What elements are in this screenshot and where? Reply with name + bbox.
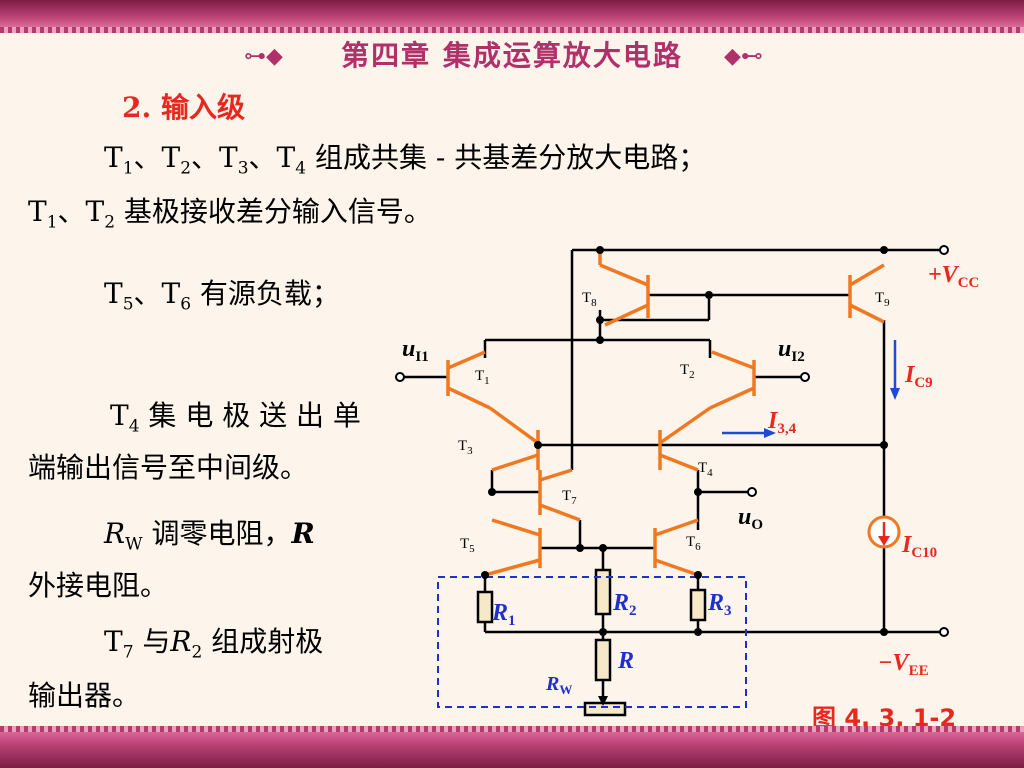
transistors bbox=[446, 250, 885, 577]
label-vcc: +VCC bbox=[928, 262, 979, 291]
paragraph-1: T1、T2、T3、T4 组成共集 - 共基差分放大电路； bbox=[104, 141, 707, 179]
label-r: R bbox=[617, 648, 634, 674]
label-t2: T2 bbox=[680, 362, 695, 381]
top-band bbox=[0, 0, 1024, 33]
label-ic9: IC9 bbox=[904, 362, 933, 391]
label-t8: T8 bbox=[582, 290, 597, 309]
label-t5: T5 bbox=[460, 536, 475, 555]
label-r2: R2 bbox=[612, 590, 637, 619]
label-uo: uO bbox=[738, 504, 763, 533]
resistors bbox=[476, 568, 707, 717]
label-t3: T3 bbox=[458, 438, 473, 457]
label-t6: T6 bbox=[686, 534, 701, 553]
right-ornament: ◆⊷ bbox=[724, 44, 763, 69]
bottom-band bbox=[0, 726, 1024, 768]
label-rw: RW bbox=[545, 673, 572, 697]
section-heading: 2. 输入级 bbox=[122, 91, 245, 124]
dashed-box bbox=[437, 576, 747, 708]
signal-labels: uI1 uI2 uO +VCC −VEE IC9 I3,4 IC10 bbox=[402, 262, 979, 679]
paragraph-4: T4 集 电 极 送 出 单 bbox=[110, 399, 361, 437]
label-r3: R3 bbox=[707, 590, 732, 619]
left-ornament: ⊶◆ bbox=[244, 44, 283, 69]
label-r1: R1 bbox=[491, 600, 516, 629]
label-ui2: uI2 bbox=[778, 336, 805, 365]
paragraph-5-line2: 外接电阻。 bbox=[28, 569, 169, 602]
label-ic10: IC10 bbox=[901, 532, 937, 561]
label-t1: T1 bbox=[475, 368, 490, 387]
resistor-r2 bbox=[594, 568, 612, 616]
resistor-labels: R1 R2 R3 R RW bbox=[491, 590, 732, 697]
paragraph-3: T5、T6 有源负载； bbox=[104, 277, 340, 315]
resistor-rw bbox=[583, 701, 627, 717]
wires bbox=[400, 248, 944, 700]
label-t4: T4 bbox=[698, 460, 713, 479]
resistor-r bbox=[594, 638, 612, 682]
paragraph-4-line2: 端输出信号至中间级。 bbox=[28, 451, 309, 484]
junctions bbox=[481, 246, 888, 636]
resistor-r3 bbox=[689, 588, 707, 622]
paragraph-6-line2: 输出器。 bbox=[28, 679, 141, 712]
label-t9: T9 bbox=[875, 290, 890, 309]
paragraph-2: T1、T2 基极接收差分输入信号。 bbox=[28, 195, 432, 233]
label-vee: −VEE bbox=[878, 650, 929, 679]
label-i34: I3,4 bbox=[767, 408, 797, 437]
label-t7: T7 bbox=[562, 488, 577, 507]
resistor-r1 bbox=[476, 590, 494, 624]
label-ui1: uI1 bbox=[402, 336, 429, 365]
paragraph-6: T7 与R2 组成射极 bbox=[104, 625, 324, 663]
page-header: 第四章 集成运算放大电路 bbox=[0, 36, 1024, 76]
chapter-title: 第四章 集成运算放大电路 bbox=[341, 39, 683, 72]
paragraph-5: RW 调零电阻，R bbox=[104, 517, 315, 555]
transistor-labels: T8 T9 T1 T2 T3 T4 T7 T5 T6 bbox=[458, 290, 890, 555]
terminals bbox=[395, 245, 949, 637]
